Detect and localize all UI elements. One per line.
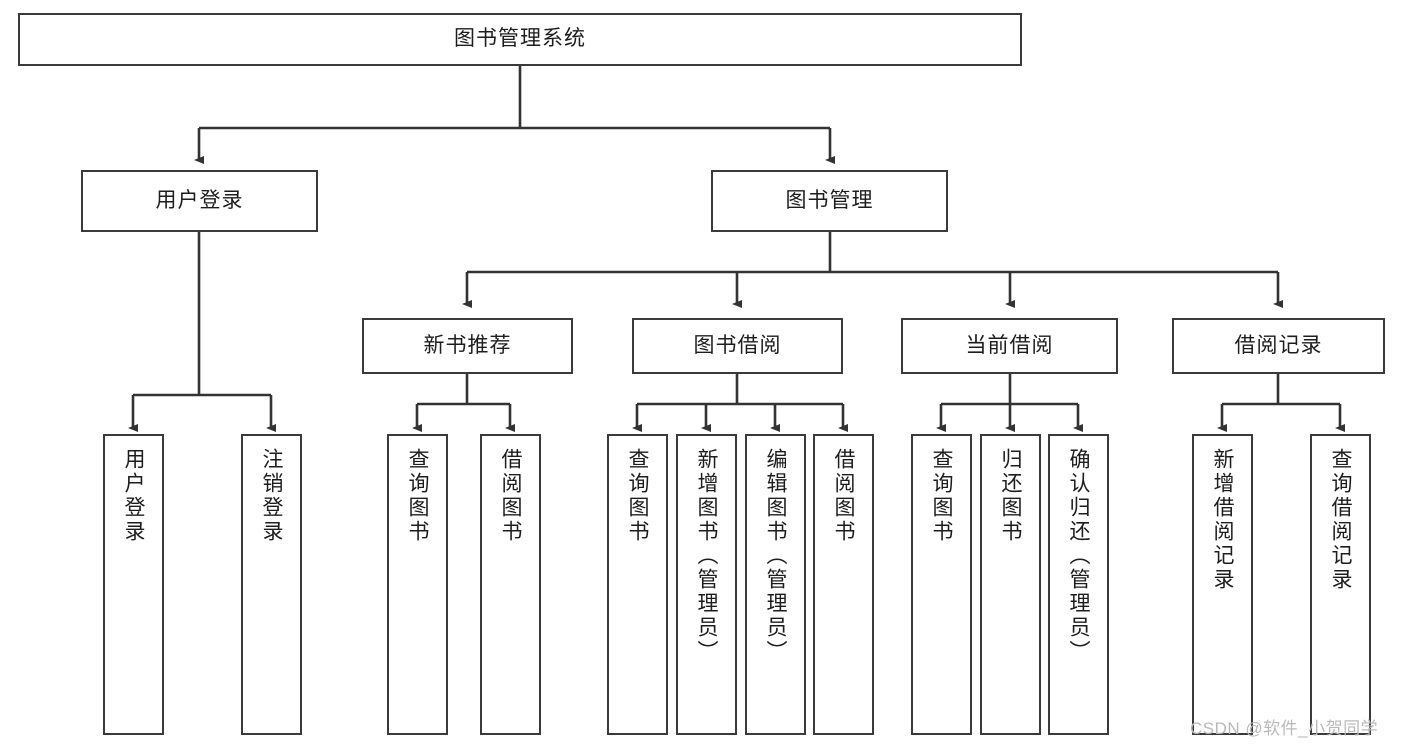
node-user-login[interactable]: 用户登录	[81, 170, 318, 232]
node-book-manage-label: 图书管理	[785, 188, 874, 212]
node-borrow-record-label: 借阅记录	[1234, 333, 1323, 357]
node-leaf-user-logout-label: 注销登录	[260, 448, 283, 544]
node-leaf-user-login[interactable]: 用户登录	[103, 434, 164, 735]
node-leaf-edit-book-label: 编辑图书（管理员）	[764, 448, 787, 664]
node-leaf-query-record[interactable]: 查询借阅记录	[1310, 434, 1371, 735]
node-leaf-add-record[interactable]: 新增借阅记录	[1192, 434, 1253, 735]
node-leaf-borrow-book-2-label: 借阅图书	[832, 448, 855, 544]
node-leaf-add-book[interactable]: 新增图书（管理员）	[676, 434, 737, 735]
watermark-text: CSDN @软件_小贺同学	[1190, 719, 1379, 738]
node-leaf-query-book-1-label: 查询图书	[406, 448, 429, 544]
node-leaf-query-book-2-label: 查询图书	[626, 448, 649, 544]
node-current-borrow[interactable]: 当前借阅	[901, 318, 1118, 374]
node-root-label: 图书管理系统	[454, 27, 586, 51]
node-leaf-borrow-book-2[interactable]: 借阅图书	[813, 434, 874, 735]
node-leaf-confirm-return-label: 确认归还（管理员）	[1067, 448, 1090, 664]
node-leaf-add-record-label: 新增借阅记录	[1211, 448, 1234, 592]
node-leaf-query-book-3[interactable]: 查询图书	[911, 434, 972, 735]
node-leaf-borrow-book-1[interactable]: 借阅图书	[480, 434, 541, 735]
node-leaf-borrow-book-1-label: 借阅图书	[499, 448, 522, 544]
node-book-manage[interactable]: 图书管理	[711, 170, 948, 232]
node-leaf-query-book-3-label: 查询图书	[930, 448, 953, 544]
node-leaf-edit-book[interactable]: 编辑图书（管理员）	[745, 434, 806, 735]
node-leaf-query-book-2[interactable]: 查询图书	[607, 434, 668, 735]
node-book-borrow[interactable]: 图书借阅	[632, 318, 843, 374]
node-leaf-user-login-label: 用户登录	[122, 448, 145, 544]
node-borrow-record[interactable]: 借阅记录	[1172, 318, 1385, 374]
node-leaf-confirm-return[interactable]: 确认归还（管理员）	[1048, 434, 1109, 735]
node-current-borrow-label: 当前借阅	[965, 333, 1054, 357]
node-user-login-label: 用户登录	[155, 188, 244, 212]
node-leaf-query-record-label: 查询借阅记录	[1329, 448, 1352, 592]
node-new-book-rec[interactable]: 新书推荐	[362, 318, 573, 374]
node-leaf-user-logout[interactable]: 注销登录	[241, 434, 302, 735]
node-leaf-return-book[interactable]: 归还图书	[980, 434, 1041, 735]
node-root[interactable]: 图书管理系统	[18, 13, 1022, 66]
node-leaf-add-book-label: 新增图书（管理员）	[695, 448, 718, 664]
node-new-book-rec-label: 新书推荐	[423, 333, 512, 357]
node-leaf-return-book-label: 归还图书	[999, 448, 1022, 544]
node-book-borrow-label: 图书借阅	[693, 333, 782, 357]
node-leaf-query-book-1[interactable]: 查询图书	[387, 434, 448, 735]
